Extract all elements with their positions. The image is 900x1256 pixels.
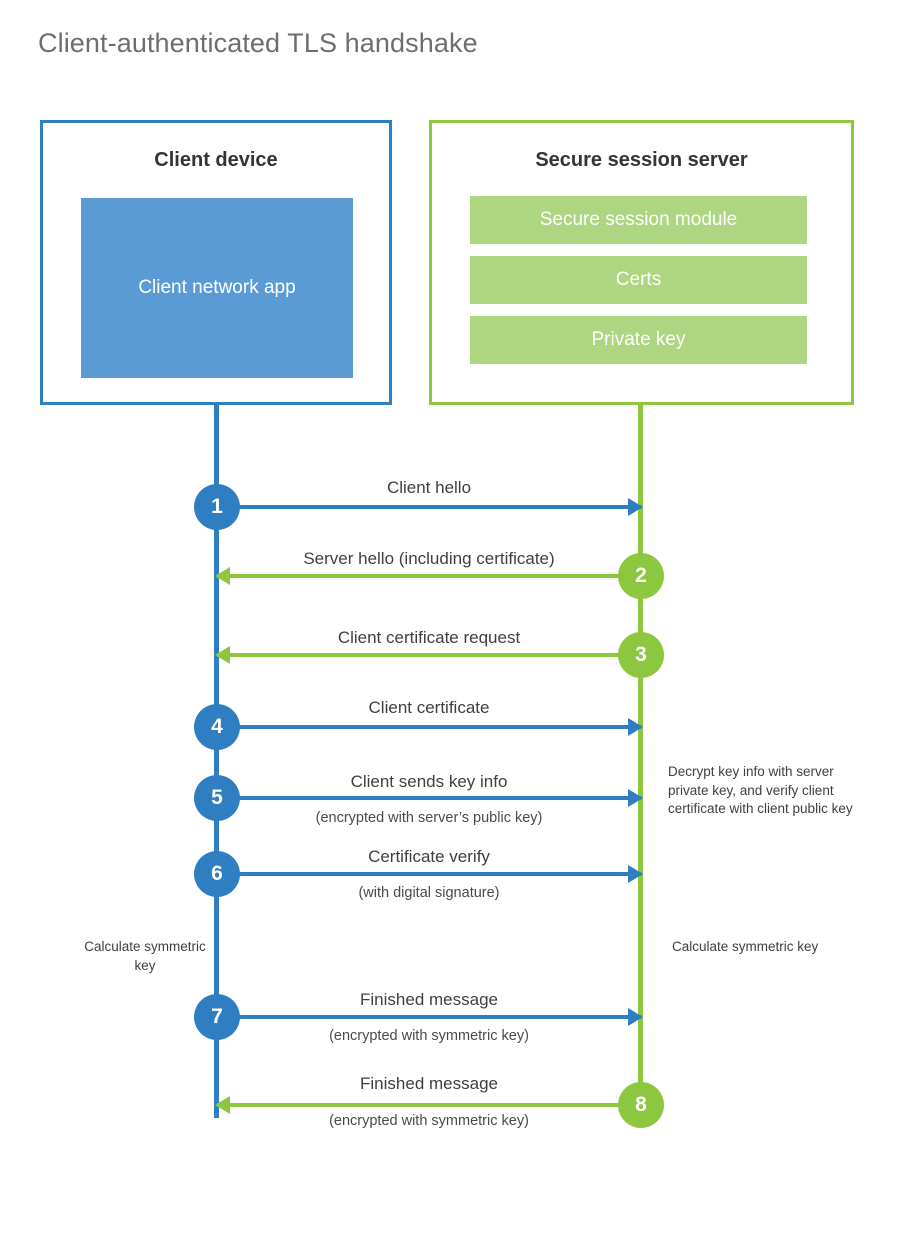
step-8-sublabel: (encrypted with symmetric key) [329,1113,529,1129]
step-5-arrow [217,789,643,807]
server-module-certs: Certs [470,256,807,304]
step-1-label: Client hello [386,478,472,497]
step-7-label: Finished message [360,990,498,1009]
step-8-arrow [215,1096,641,1114]
step-3-number: 3 [618,632,664,678]
step-5-sublabel: (encrypted with server’s public key) [315,810,543,826]
step-6-label: Certificate verify [368,847,490,866]
server-module-secure-session-module: Secure session module [470,196,807,244]
secure-session-server-title: Secure session server [535,149,748,171]
step-6-sublabel: (with digital signature) [358,885,500,901]
step-6-number: 6 [194,851,240,897]
step-4-arrow [217,718,643,736]
step-2-label: Server hello (including certificate) [303,549,555,568]
client-lifeline [214,403,219,1118]
client-device-box: Client device Client network app [40,120,392,405]
step-7-sublabel: (encrypted with symmetric key) [329,1028,529,1044]
step-7-arrow [217,1008,643,1026]
client-network-app-block: Client network app [81,198,353,378]
step-1-number: 1 [194,484,240,530]
step-7-number: 7 [194,994,240,1040]
step-3-label: Client certificate request [337,628,521,647]
server-calculate-symmetric-key-note: Calculate symmetric key [672,939,819,954]
server-module-private-key: Private key [470,316,807,364]
page-title: Client-authenticated TLS handshake [38,28,478,58]
step-4-label: Client certificate [368,698,490,717]
step-1-arrow [217,498,643,516]
step-6-arrow [217,865,643,883]
client-calculate-symmetric-key-note: Calculate symmetric key [84,939,206,973]
secure-session-server-box: Secure session server Secure session mod… [429,120,854,405]
step-5-label: Client sends key info [350,772,508,791]
step-8-number: 8 [618,1082,664,1128]
step-3-arrow [215,646,641,664]
server-decrypt-note: Decrypt key info with server private key… [668,764,853,817]
step-2-number: 2 [618,553,664,599]
server-lifeline [638,403,643,1105]
client-device-title: Client device [154,149,278,171]
step-2-arrow [215,567,641,585]
step-8-label: Finished message [360,1074,498,1093]
step-5-number: 5 [194,775,240,821]
step-4-number: 4 [194,704,240,750]
